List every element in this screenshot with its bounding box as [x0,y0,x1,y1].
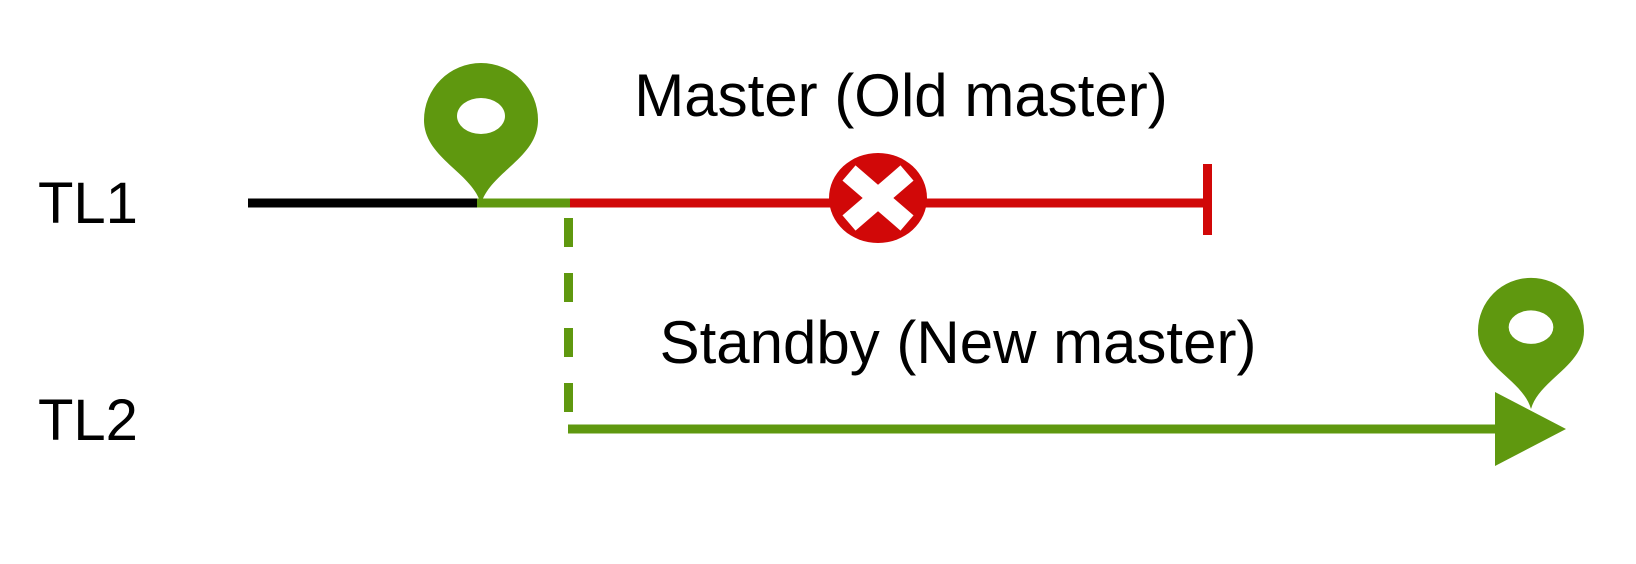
tl2-arrowhead-icon [1495,392,1566,466]
map-pin-hole [457,98,505,134]
crossed-circle-icon [829,153,927,243]
map-pin-hole [1508,310,1554,344]
map-pin-icon-end [1477,277,1585,409]
map-pin-icon-start [424,63,538,204]
tl2-annotation-standby: Standby (New master) [659,309,1257,376]
tl1-end-tick [1203,164,1212,235]
tl1-annotation-master: Master (Old master) [634,62,1168,129]
tl2-label: TL2 [38,388,138,453]
tl1-label: TL1 [38,171,138,236]
cross-stroke-2 [842,165,914,231]
